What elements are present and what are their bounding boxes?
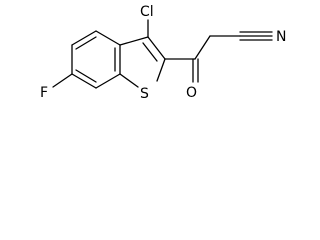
bond	[71, 30, 97, 46]
atom-chlorine: Cl	[140, 4, 154, 20]
atom-fluorine: F	[40, 85, 48, 101]
bond	[95, 73, 121, 89]
bond-double-inner	[75, 69, 97, 83]
bond	[71, 73, 97, 89]
bond	[119, 36, 149, 46]
bond	[95, 30, 121, 46]
bond-carbonyl-to-methylene	[194, 35, 211, 60]
bond-double-inner	[142, 42, 158, 62]
bond-double-inner	[75, 36, 97, 50]
bond	[119, 73, 139, 88]
atom-sulfur: S	[140, 86, 149, 102]
bond-to-fluorine	[52, 73, 73, 88]
bond	[147, 36, 166, 60]
thiophene-ring	[119, 36, 166, 88]
atom-oxygen: O	[186, 85, 197, 101]
chemical-structure-diagram: Cl F S O N	[40, 4, 286, 102]
benzene-ring	[71, 30, 121, 89]
bond	[156, 58, 166, 82]
atom-nitrogen: N	[276, 29, 286, 45]
structure-canvas: Cl F S O N	[40, 4, 287, 102]
